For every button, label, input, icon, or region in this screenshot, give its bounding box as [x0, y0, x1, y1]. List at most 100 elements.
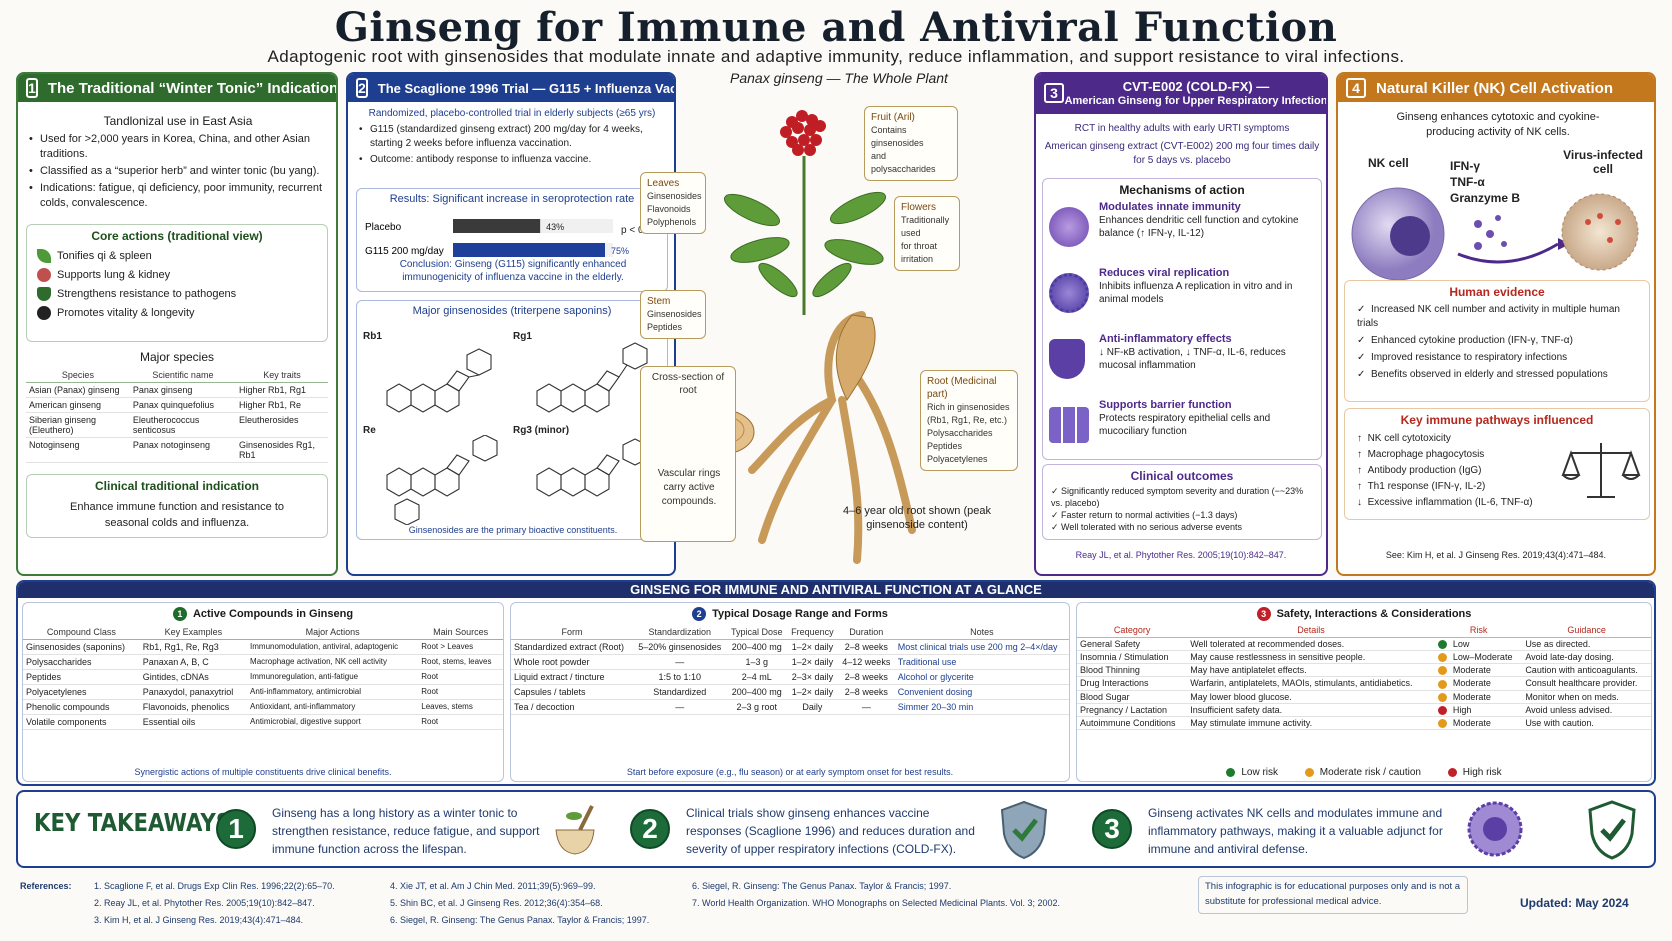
takeaway-text: Ginseng activates NK cells and modulates… [1148, 806, 1443, 856]
risk-dot [1437, 705, 1447, 715]
table-cell: 1–2× daily [791, 687, 834, 697]
reference-item: 3. Kim H, et al. J Ginseng Res. 2019;43(… [94, 915, 304, 925]
disclaimer-box: This infographic is for educational purp… [1198, 876, 1468, 914]
check-icon: ✓ [1357, 335, 1371, 346]
card-number: 1 [172, 607, 187, 621]
pathway-arrow: ↑ [1357, 481, 1362, 492]
table-header: Category [1113, 625, 1151, 635]
evidence-item: ✓ Benefits observed in elderly and stres… [1357, 368, 1637, 382]
table-cell: Blood Thinning [1080, 665, 1140, 676]
risk-dot [1437, 718, 1447, 728]
list-item: Classified as a “superior herb” and wint… [26, 164, 330, 179]
table-cell: 2–4 mL [741, 672, 772, 682]
evidence-text: Improved resistance to respiratory infec… [1370, 352, 1568, 363]
table-cell: Antioxidant, anti-inflammatory [250, 702, 356, 711]
outcome-item: ✓ Significantly reduced symptom severity… [1051, 485, 1313, 509]
major-species-title: Major species [139, 350, 215, 364]
table-cell: Moderate [1435, 664, 1522, 677]
table-header: Species [61, 370, 94, 380]
page-title: Ginseng for Immune and Antiviral Functio… [334, 4, 1338, 51]
core-action-item: Strengthens resistance to pathogens [37, 285, 317, 304]
table-cell: Liquid extract / tincture [514, 672, 605, 682]
table-cell: American ginseng [29, 400, 102, 410]
table-header: Main Sources [433, 627, 489, 637]
table-cell: 2–8 weeks [844, 642, 888, 652]
label-item: Ginsenosides [647, 309, 702, 319]
table-cell: Capsules / tablets [514, 687, 586, 697]
table-cell: 2–8 weeks [844, 687, 888, 697]
pathway-text: Macrophage phagocytosis [1367, 449, 1485, 460]
core-action-item: Tonifies qi & spleen [37, 247, 317, 266]
molecule-label: Re [363, 425, 376, 436]
reference-note: See: Kim H, et al. J Ginseng Res. 2019;4… [1385, 550, 1607, 560]
mechanism-title: Anti-inflammatory effects [1099, 333, 1232, 345]
pathway-text: NK cell cytotoxicity [1367, 433, 1451, 444]
ginsenosides-title: Major ginsenosides (triterpene saponins) [412, 305, 612, 317]
label-title: Root (Medicinal part) [927, 376, 997, 400]
table-cell: May have antiplatelet effects. [1190, 665, 1307, 676]
results-title: Results: Significant increase in seropro… [389, 193, 635, 205]
outcome-text: Faster return to normal activities (−1.3… [1061, 510, 1238, 520]
table-cell: 1:5 to 1:10 [658, 672, 701, 682]
panel-title: The Scaglione 1996 Trial — G115 + Influe… [377, 80, 676, 96]
traditional-use-list: Used for >2,000 years in Korea, China, a… [26, 132, 330, 211]
check-icon: ✓ [1051, 510, 1062, 520]
mechanism-item: Anti-inflammatory effects↓ NF-κB activat… [1049, 333, 1315, 399]
table-cell: Pregnancy / Lactation [1080, 704, 1168, 715]
lungs-icon [37, 268, 51, 283]
table-cell: Blood Sugar [1080, 691, 1130, 702]
cross-section-label: Cross-section of root Vascular rings car… [640, 366, 736, 542]
table-cell: Low–Moderate [1435, 651, 1522, 664]
core-action-label: Strengthens resistance to pathogens [57, 288, 237, 300]
evidence-item: ✓ Enhanced cytokine production (IFN-γ, T… [1357, 334, 1637, 348]
bar-label: Placebo [365, 222, 402, 233]
table-cell: — [675, 657, 685, 667]
legend-swatch [1447, 767, 1457, 777]
ginsenosides-footer: Ginsenosides are the primary bioactive c… [408, 525, 618, 535]
table-cell: 5–20% ginsenosides [638, 642, 722, 652]
outcome-item: ✓ Well tolerated with no serious adverse… [1051, 521, 1313, 533]
list-item: Indications: fatigue, qi deficiency, poo… [26, 181, 330, 211]
core-action-item: Promotes vitality & longevity [37, 304, 317, 323]
reference-note: Reay JL, et al. Phytother Res. 2005;19(1… [1075, 550, 1287, 560]
table-header: Notes [970, 627, 994, 637]
table-row: Ginsenosides (saponins)Rb1, Rg1, Re, Rg3… [23, 640, 503, 655]
mechanism-text: Inhibits influenza A replication in vitr… [1099, 281, 1293, 305]
panel-subtitle: American Ginseng for Upper Respiratory I… [1064, 95, 1328, 107]
immune-cell-icon [1467, 801, 1523, 857]
table-cell: Antimicrobial, digestive support [250, 717, 361, 726]
table-cell: Warfarin, antiplatelets, MAOIs, stimulan… [1190, 678, 1413, 689]
pathway-item: ↑ Macrophage phagocytosis [1357, 447, 1637, 463]
table-header: Scientific name [152, 370, 214, 380]
trial-conclusion: Conclusion: Ginseng (G115) significantly… [399, 259, 627, 283]
table-cell: Polysaccharides [26, 657, 92, 667]
core-action-label: Tonifies qi & spleen [57, 250, 152, 262]
cytokine-label: IFN-γ [1450, 159, 1480, 173]
pathway-item: ↓ Excessive inflammation (IL-6, TNF-α) [1357, 495, 1637, 511]
table-header: Risk [1469, 625, 1488, 635]
table-cell: 1–3 g [745, 657, 768, 667]
immune-cell-icon [1049, 207, 1089, 247]
pathway-arrow: ↑ [1357, 449, 1362, 460]
table-cell: Eleutherococcus senticosus [132, 415, 200, 435]
check-icon: ✓ [1357, 304, 1371, 315]
table-cell: May lower blood glucose. [1190, 691, 1292, 702]
table-cell: Ginsenosides (saponins) [26, 642, 126, 652]
pathway-arrow: ↑ [1357, 433, 1362, 444]
nk-intro: Ginseng enhances cytotoxic and cyokine-p… [1396, 111, 1600, 138]
label-item: for throat [901, 241, 938, 251]
label-item: Polyacetylenes [927, 454, 988, 464]
